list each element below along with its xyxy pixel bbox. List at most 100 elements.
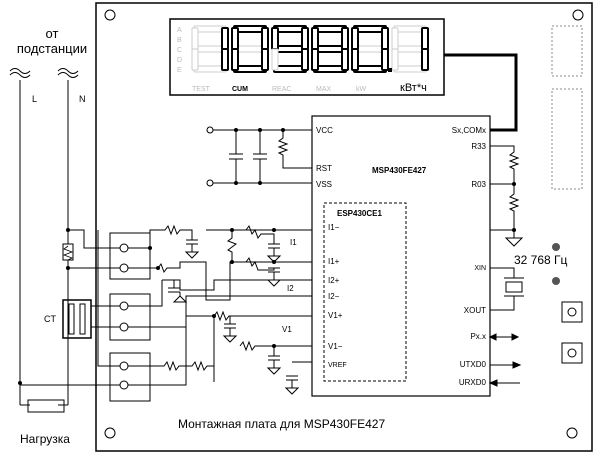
load-label: Нагрузка xyxy=(20,432,70,446)
pin-r03: R03 xyxy=(471,180,486,189)
vcc-cap-2 xyxy=(253,130,267,183)
pad-area-2 xyxy=(551,88,583,190)
pin-i2-plus: I2+ xyxy=(328,276,340,285)
gnd-icon xyxy=(504,237,524,247)
v1-network xyxy=(128,310,313,388)
lcd-segment xyxy=(301,48,309,71)
i1-divider xyxy=(226,224,280,280)
pin-xin: XIN xyxy=(474,265,486,272)
esp-name: ESP430CE1 xyxy=(337,209,382,218)
lcd-segment xyxy=(261,48,269,71)
io-arrows xyxy=(488,333,522,387)
lcd-indicators: TEST CUM REAC MAX kW xyxy=(192,86,367,93)
lcd-digit xyxy=(351,25,389,73)
signal-i2: I2 xyxy=(287,284,294,293)
ac-source-l-icon xyxy=(9,68,31,78)
pin-i1-plus: I1+ xyxy=(328,257,340,266)
lcd-segment xyxy=(341,27,349,50)
pin-vcc: VCC xyxy=(316,126,333,135)
lcd-segment xyxy=(191,27,199,50)
mount-hole-tl xyxy=(104,9,116,21)
lcd-segment xyxy=(351,48,359,71)
pin-vss: VSS xyxy=(316,180,332,189)
lcd-digits xyxy=(191,25,429,73)
pad-area-1 xyxy=(551,25,583,77)
lcd-indicator: CUM xyxy=(232,86,248,93)
terminal-block-3 xyxy=(109,352,151,402)
lcd-indicator: REAC xyxy=(272,86,291,93)
lcd-divider xyxy=(490,145,520,238)
lcd-digit xyxy=(191,25,229,73)
lcd-side-letter: D xyxy=(177,57,182,64)
lcd-side-letter: E xyxy=(177,67,182,74)
via-dot-1 xyxy=(552,243,560,251)
lcd-segment xyxy=(221,27,229,50)
source-label-line2: подстанции xyxy=(17,41,87,56)
signal-v1: V1 xyxy=(282,325,292,334)
lcd-segment xyxy=(311,27,319,50)
pin-i2-minus: I2− xyxy=(328,292,340,301)
rst-pullup xyxy=(277,130,312,169)
lcd-segment xyxy=(381,27,389,50)
wire-n-label: N xyxy=(79,94,86,104)
button-2[interactable] xyxy=(561,342,583,364)
lcd-segment xyxy=(421,48,429,71)
lcd-segment xyxy=(421,27,429,50)
lcd-side-letter: C xyxy=(177,47,182,54)
lcd-segment xyxy=(261,27,269,50)
lcd-side-letter: B xyxy=(177,37,182,44)
pin-rst: RST xyxy=(316,164,332,173)
signal-i1: I1 xyxy=(290,238,297,247)
mount-hole-bl xyxy=(104,427,116,439)
lcd-indicator: MAX xyxy=(316,86,332,93)
wire-l-label: L xyxy=(32,94,37,104)
button-1[interactable] xyxy=(561,301,583,323)
pin-sx-comx: Sx,COMx xyxy=(452,126,486,135)
lcd-digit xyxy=(311,25,349,73)
wire-ct-to-t2 xyxy=(91,305,120,328)
lcd-segment xyxy=(351,27,359,50)
pin-i1-minus: I1− xyxy=(328,223,340,232)
lcd-segment xyxy=(221,48,229,71)
lcd-segment xyxy=(271,27,279,50)
i2-network xyxy=(128,279,312,328)
pin-utxd0: UTXD0 xyxy=(460,360,487,369)
i1-network xyxy=(128,224,312,301)
pin-r33: R33 xyxy=(471,142,486,151)
ct-label: CT xyxy=(44,314,56,324)
pin-vref: VREF xyxy=(328,362,347,369)
vss-terminal xyxy=(206,179,214,187)
lcd-bus xyxy=(444,53,518,132)
vcc-cap-1 xyxy=(229,130,243,183)
mounting-board xyxy=(95,2,593,452)
esp-block xyxy=(323,202,407,382)
lcd-digit xyxy=(271,25,309,73)
lcd-decimal-point xyxy=(388,68,392,72)
mcu-chip xyxy=(311,115,491,397)
lcd-side-letter: A xyxy=(177,27,182,34)
lcd-segment xyxy=(341,48,349,71)
wire-to-t3 xyxy=(20,230,120,386)
lcd-digit xyxy=(231,25,269,73)
mount-hole-br xyxy=(566,427,578,439)
lcd-segment xyxy=(231,27,239,50)
load-resistor xyxy=(27,399,65,413)
ac-source-n-icon xyxy=(57,68,79,78)
mount-hole-tr xyxy=(572,9,584,21)
pin-px-x: Px.x xyxy=(470,332,486,341)
board-caption: Монтажная плата для MSP430FE427 xyxy=(178,417,385,431)
via-dot-2 xyxy=(552,277,560,285)
lcd-segment xyxy=(231,48,239,71)
current-transformer xyxy=(62,299,92,339)
lcd-segment xyxy=(301,27,309,50)
lcd-digit xyxy=(391,25,429,73)
vcc-terminal xyxy=(206,126,214,134)
lcd-indicator: TEST xyxy=(192,86,211,93)
pin-xout: XOUT xyxy=(464,306,486,315)
lcd-indicator: kW xyxy=(356,86,367,93)
lcd-unit: кВт*ч xyxy=(400,82,427,94)
terminal-block-1 xyxy=(109,232,151,280)
lcd-segment xyxy=(311,48,319,71)
